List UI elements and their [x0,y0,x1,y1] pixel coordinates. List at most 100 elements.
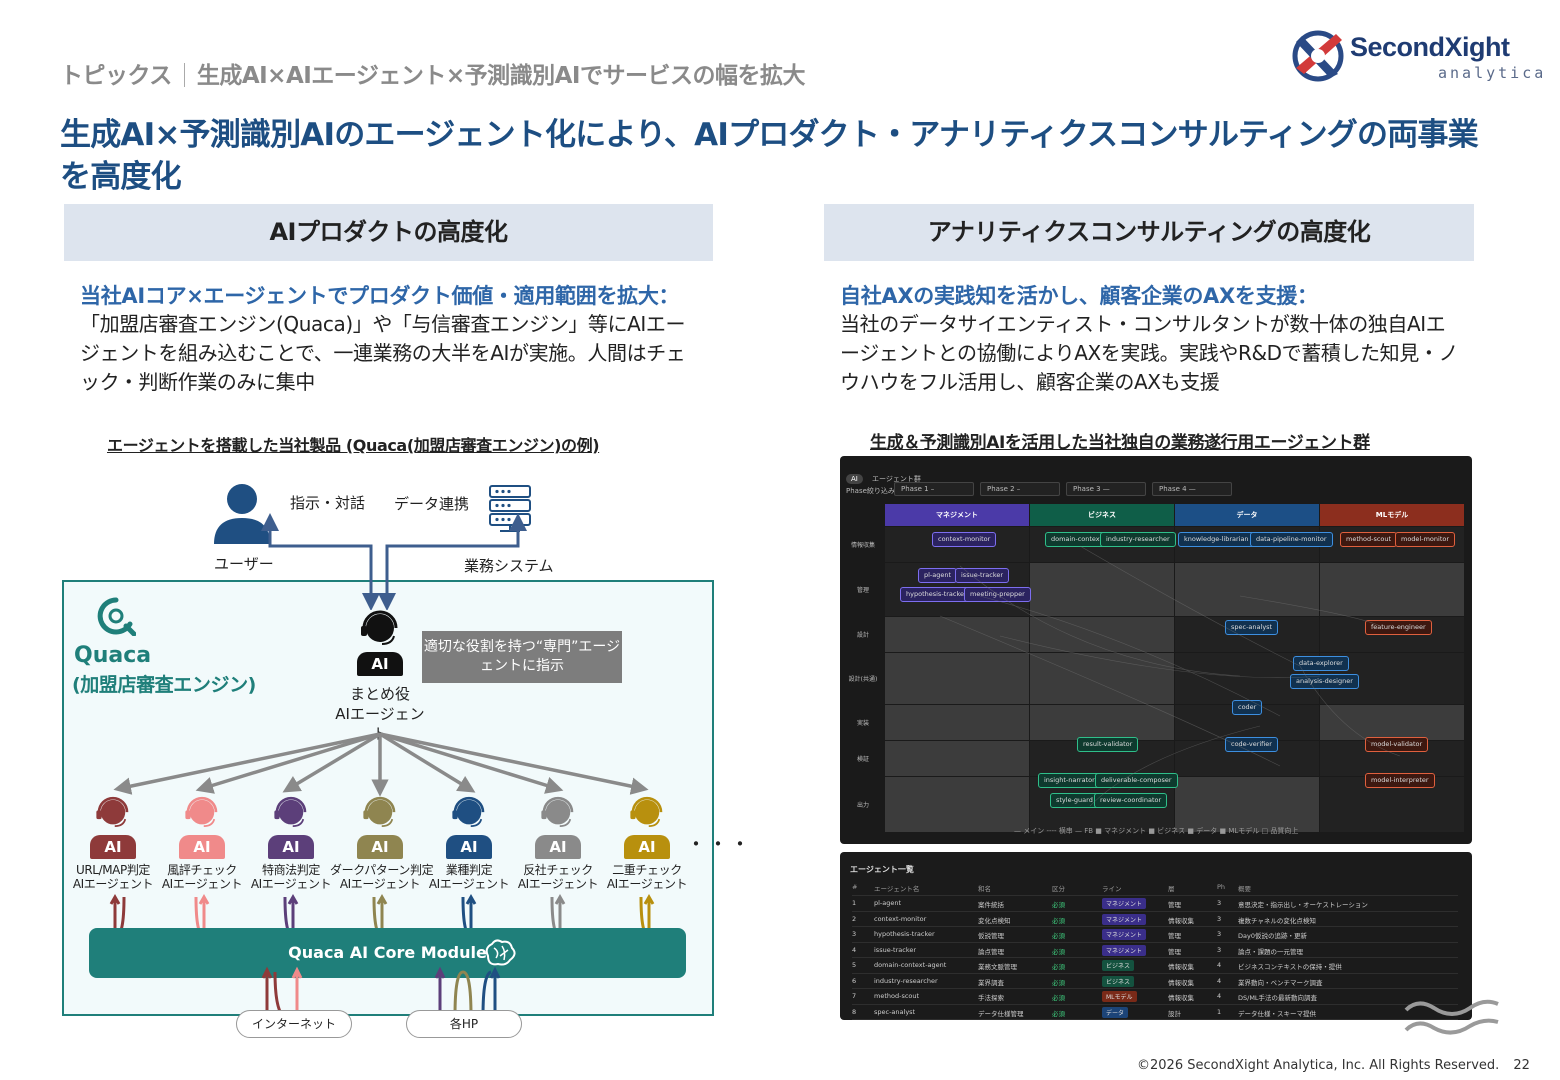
core-module-bar: Quaca AI Core Module [89,928,686,978]
table-cell: 複数チャネルの変化点検知 [1238,916,1316,925]
table-cell: 必須 [1052,978,1065,987]
table-cell: 情報収集 [1168,963,1194,971]
agent-caption-line1: 業種判定 [445,863,493,877]
grid-column-header: データ [1175,504,1319,526]
grid-row-label: 情報収集 [850,542,875,549]
agent-node[interactable]: model-interpreter [1365,773,1435,788]
grid-cell [885,653,1029,704]
table-cell: 3 [1217,899,1222,907]
table-title: エージェント一覧 [850,865,914,874]
footer: ©2026 SecondXight Analytica, Inc. All Ri… [1137,1058,1530,1073]
headset-agent-icon [630,796,663,827]
diagram-title: エージェントを搭載した当社製品 (Quaca(加盟店審査エンジン)の例) [107,436,600,455]
agent-caption-line1: 二重チェック [612,863,682,877]
agent-node[interactable]: context-monitor [932,532,997,547]
agent-node[interactable]: industry-researcher [1100,532,1176,547]
instruction-box: 適切な役割を持つ“専門”エージェントに指示 [422,631,622,683]
cloud-hp: 各HP [406,1010,522,1038]
agent-node[interactable]: data-pipeline-monitor [1250,532,1333,547]
user-label: ユーザー [214,555,274,573]
table-cell: データ仕様・スキーマ提供 [1238,1009,1316,1018]
grid-row-label: 管理 [856,587,869,594]
table-cell: 管理 [1168,901,1181,909]
page-number: 22 [1513,1058,1530,1073]
screen-title: 生成＆予測識別AIを活用した当社独自の業務遂行用エージェント群 [870,433,1370,453]
dashboard-title: エージェント群 [871,475,921,483]
left-column-heading: AIプロダクトの高度化 [64,204,713,261]
phase-filter-button[interactable]: Phase 2 – [980,482,1060,496]
table-cell: 3 [1217,914,1222,923]
grid-row-label: 設計 [856,632,869,639]
table-cell: 手法探索 [978,994,1004,1002]
coordinator-ai-tag: AI [357,652,403,676]
agent-node[interactable]: feature-engineer [1365,620,1432,635]
table-cell: ビジネス [1102,960,1135,971]
agent-caption-line1: 風評チェック [167,863,237,877]
grid-cell [1030,653,1174,704]
agent-ai-tag: AI [446,835,492,859]
headset-agent-icon [361,610,398,645]
agent-node[interactable]: review-coordinator [1094,793,1168,808]
headset-agent-icon [363,796,396,827]
table-cell: 情報収集 [1168,994,1194,1002]
right-lead: 自社AXの実践知を活かし、顧客企業のAXを支援： [840,284,1318,308]
table-cell: 仮説管理 [978,932,1004,940]
grid-cell [1175,777,1319,832]
table-cell: 案件統括 [978,901,1004,909]
phase-filter-button[interactable]: Phase 4 — [1152,482,1232,496]
table-cell: 意思決定・指示出し・オーケストレーション [1238,901,1368,909]
agent-node[interactable]: code-verifier [1225,737,1278,752]
table-cell: hypothesis-tracker [874,930,935,938]
agent-caption-line2: AIエージェント [250,877,332,891]
grid-cell [1175,563,1319,616]
table-cell: 管理 [1168,947,1181,956]
agent-node[interactable]: issue-tracker [955,568,1010,583]
grid-cell [885,705,1029,740]
logo-wordmark: SecondXight [1350,32,1510,62]
table-cell: マネジメント [1102,913,1147,925]
table-cell: 2 [852,914,857,923]
user-icon [214,484,270,544]
left-body: 「加盟店審査エンジン(Quaca)」や「与信審査エンジン」等にAIエージェントを… [80,312,686,394]
agent-caption-line1: 反社チェック [523,863,593,877]
agent-node[interactable]: model-monitor [1395,532,1456,547]
table-cell: 必須 [1052,932,1065,940]
table-cell: 4 [1217,961,1222,969]
agent-caption-line1: URL/MAP判定 [75,863,151,877]
table-cell: MLモデル [1102,991,1137,1002]
agent-node[interactable]: data-explorer [1293,656,1349,671]
agent-ai-tag: AI [268,835,314,859]
table-cell: spec-analyst [874,1007,916,1016]
agent-node[interactable]: deliverable-composer [1095,773,1178,788]
topic-label: トピックス [60,63,172,89]
grid-cell [1030,617,1174,652]
grid-row-label: 実装 [856,720,869,727]
grid-column-header: ビジネス [1030,504,1174,526]
logo-subword: analytica [1438,64,1547,82]
table-cell: 5 [852,961,857,969]
agent-node[interactable]: coder [1232,700,1263,715]
agent-ai-tag: AI [535,835,581,859]
coordinator-agent-icon: AI [356,610,404,676]
table-cell: マネジメント [1102,929,1147,940]
quaca-subtitle: (加盟店審査エンジン) [72,674,256,696]
table-header-cell: 概要 [1238,885,1251,893]
agent-node[interactable]: result-validator [1077,737,1139,752]
logo-mark-icon [1292,30,1344,82]
phase-filter-button[interactable]: Phase 3 — [1066,482,1146,496]
table-cell: 論点・課題の一元管理 [1238,947,1303,956]
agent-dashboard-screenshot: AI エージェント群 Phase絞り込み Phase 1 –Phase 2 –P… [840,456,1472,844]
phase-filter-button[interactable]: Phase 1 – [894,482,974,496]
